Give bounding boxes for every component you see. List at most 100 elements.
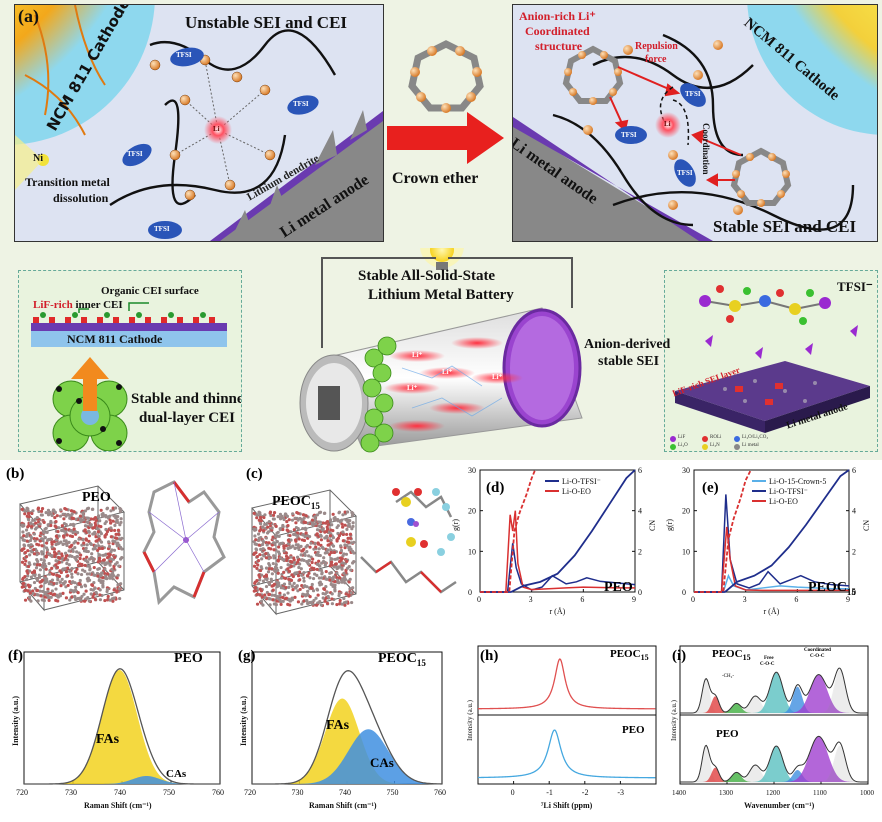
md-atom bbox=[75, 550, 79, 554]
y2-axis-label: CN bbox=[648, 520, 657, 531]
md-atom bbox=[255, 516, 259, 520]
md-atom bbox=[68, 554, 72, 558]
md-atom bbox=[325, 519, 330, 524]
md-atom bbox=[64, 539, 68, 543]
panel-h-label: (h) bbox=[480, 648, 499, 664]
md-atom bbox=[294, 521, 298, 525]
md-atom bbox=[274, 524, 278, 528]
md-atom bbox=[108, 514, 112, 518]
md-atom bbox=[109, 528, 113, 533]
md-atom bbox=[108, 563, 112, 567]
repulsion-line1: Repulsion bbox=[635, 41, 678, 52]
md-atom bbox=[351, 586, 355, 590]
md-atom bbox=[38, 589, 42, 593]
md-atom bbox=[264, 584, 269, 589]
panel-h-top: PEOC15 bbox=[610, 648, 649, 662]
md-atom bbox=[36, 507, 40, 511]
md-atom bbox=[339, 548, 344, 553]
md-atom bbox=[118, 523, 122, 527]
y-axis-label: g(r) bbox=[665, 519, 674, 531]
md-atom bbox=[79, 572, 84, 577]
md-atom bbox=[318, 524, 322, 529]
x-tick-label: 730 bbox=[65, 788, 77, 797]
md-atom bbox=[326, 594, 330, 599]
md-atom bbox=[39, 594, 43, 598]
md-atom bbox=[317, 547, 321, 551]
md-atom bbox=[341, 530, 345, 534]
md-atom bbox=[97, 567, 101, 571]
md-atom bbox=[68, 569, 72, 573]
panel-h-top-main: PEOC bbox=[610, 648, 641, 660]
md-atom bbox=[57, 560, 61, 565]
y2-tick-label: 6 bbox=[852, 466, 856, 475]
md-atom bbox=[25, 577, 29, 582]
md-atom bbox=[331, 512, 335, 516]
organic-cei-label: Organic CEI surface bbox=[101, 285, 199, 297]
md-atom bbox=[21, 530, 25, 534]
md-atom bbox=[30, 511, 34, 516]
md-atom bbox=[98, 556, 102, 560]
md-atom bbox=[337, 511, 341, 515]
md-atom bbox=[111, 577, 115, 581]
md-atom bbox=[110, 567, 114, 571]
panel-g-system-main: PEOC bbox=[378, 651, 417, 666]
md-atom bbox=[82, 549, 87, 553]
x-tick-label: 750 bbox=[387, 788, 399, 797]
md-atom bbox=[50, 566, 54, 570]
md-atom bbox=[34, 566, 39, 570]
md-atom bbox=[337, 592, 341, 596]
md-atom bbox=[87, 564, 91, 568]
md-atom bbox=[33, 574, 37, 578]
md-atom bbox=[20, 523, 24, 527]
md-atom bbox=[89, 542, 93, 547]
md-atom bbox=[86, 549, 90, 554]
md-atom bbox=[294, 525, 299, 530]
md-atom bbox=[68, 534, 73, 538]
md-atom bbox=[308, 545, 312, 549]
md-atom bbox=[276, 550, 281, 554]
md-atom bbox=[23, 598, 28, 602]
md-atom bbox=[331, 584, 335, 588]
md-atom bbox=[302, 516, 306, 520]
md-atom bbox=[28, 553, 32, 557]
md-atom bbox=[104, 574, 108, 578]
md-atom bbox=[279, 576, 284, 580]
md-atom bbox=[258, 529, 262, 533]
md-atom bbox=[58, 514, 63, 518]
panel-d-label: (d) bbox=[486, 480, 505, 496]
x-tick-label: 1200 bbox=[766, 789, 781, 797]
md-atom bbox=[324, 569, 328, 574]
md-atom bbox=[315, 573, 319, 578]
tm-line1: Transition metal bbox=[25, 175, 110, 189]
panel-g-cas: CAs bbox=[370, 755, 394, 770]
md-atom bbox=[281, 523, 285, 528]
md-atom bbox=[29, 535, 33, 539]
md-atom bbox=[255, 513, 259, 517]
md-atom bbox=[44, 546, 49, 550]
md-atom bbox=[94, 544, 98, 548]
md-atom bbox=[77, 537, 81, 541]
ftir-peak-area bbox=[680, 746, 868, 782]
md-atom bbox=[38, 563, 42, 567]
md-atom bbox=[272, 517, 276, 521]
md-atom bbox=[339, 556, 343, 560]
battery-title-line1: Stable All-Solid-State bbox=[358, 268, 496, 284]
md-atom bbox=[47, 598, 51, 603]
md-atom bbox=[112, 588, 116, 592]
peo-md-snapshot bbox=[19, 480, 226, 612]
md-atom bbox=[296, 543, 300, 547]
md-atom bbox=[330, 523, 334, 527]
md-atom bbox=[86, 520, 90, 525]
md-atom bbox=[282, 549, 286, 553]
md-atom bbox=[300, 520, 304, 524]
md-atom bbox=[97, 553, 101, 557]
md-atom bbox=[280, 541, 284, 545]
md-atom bbox=[325, 534, 329, 538]
md-atom bbox=[319, 582, 324, 586]
anion-rich-line3: structure bbox=[535, 39, 583, 53]
md-atom bbox=[56, 555, 61, 560]
md-atom bbox=[295, 510, 299, 515]
md-atom bbox=[83, 529, 87, 533]
md-atom bbox=[257, 573, 261, 577]
